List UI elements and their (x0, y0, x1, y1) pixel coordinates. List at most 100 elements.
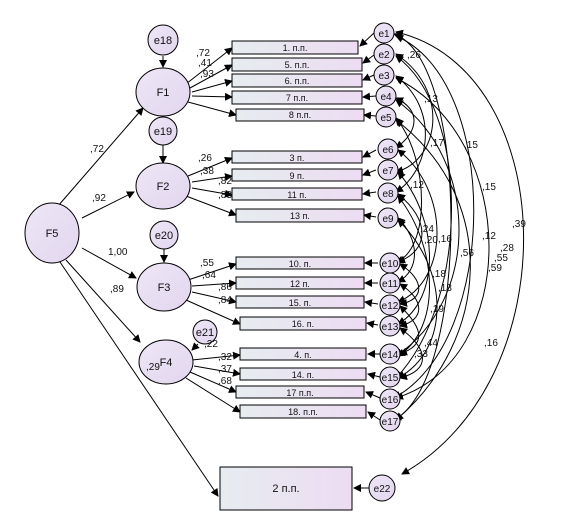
error-label: e9 (382, 214, 394, 225)
cov-arc (395, 99, 460, 357)
item-label: 5. п.п. (285, 60, 310, 70)
error-circle (373, 64, 395, 86)
coef-label: ,83 (218, 190, 232, 201)
error-label: e8 (382, 189, 394, 200)
coef-label: ,72 (196, 48, 210, 59)
latent-f2 (135, 162, 191, 210)
error-label: e21 (196, 327, 214, 339)
error-label: e14 (382, 350, 399, 361)
path-error-item (362, 92, 377, 101)
cov-arc (395, 53, 434, 175)
coef-label: ,68 (218, 376, 232, 387)
cov-arc (395, 77, 490, 400)
path-f5-f2 (81, 191, 135, 219)
latent-label: F1 (157, 87, 170, 99)
corr-label: ,26 (407, 50, 421, 61)
error-paths (359, 32, 381, 421)
error-label: e12 (382, 301, 399, 312)
corr-label: ,16 (484, 338, 498, 349)
outcome-label: 2 п.п. (272, 483, 299, 495)
error-label: e5 (380, 113, 392, 124)
path-error-item (365, 391, 381, 399)
path-f1-item (191, 78, 233, 93)
path-error-item (363, 111, 377, 120)
corr-label: ,18 (432, 269, 446, 280)
item-label: 14. п. (292, 370, 314, 380)
corr-label: ,55 (494, 253, 508, 264)
error-label: e3 (378, 71, 390, 82)
error-e21 (192, 319, 218, 345)
error-circle (379, 294, 401, 316)
error-label: e13 (382, 322, 399, 333)
cov-arc (399, 263, 420, 307)
cov-arc (395, 119, 471, 421)
item-box (239, 367, 367, 381)
item-box (235, 256, 365, 270)
corr-label: ,24 (420, 224, 434, 235)
error-e19 (148, 116, 178, 146)
error-label: e17 (382, 417, 399, 428)
error-label: e20 (155, 230, 173, 242)
path-error-item (362, 168, 377, 177)
path-f4-item (193, 365, 241, 377)
item-box (231, 168, 363, 182)
coef-label: ,32 (218, 352, 232, 363)
path-error-item (362, 73, 375, 81)
error-label: e15 (382, 373, 399, 384)
path-f1-item (191, 92, 233, 101)
error-circle (379, 410, 401, 432)
path-f2-item (185, 195, 237, 217)
item-label: 13 п. (290, 211, 310, 221)
latent-label: F3 (158, 282, 171, 294)
error-e20 (149, 220, 179, 250)
corr-label: ,20 (424, 235, 438, 246)
item-box (231, 150, 363, 164)
coef-label: ,55 (200, 258, 214, 269)
item-box (235, 276, 365, 290)
error-label: e19 (154, 126, 172, 138)
error-e18 (147, 24, 179, 56)
coef-label: 1,00 (108, 247, 128, 258)
error-circle (379, 343, 401, 365)
corr-label: ,19 (430, 304, 444, 315)
latent-f4 (138, 339, 194, 385)
item-label: 4. п. (294, 350, 311, 360)
error-label: e6 (382, 145, 394, 156)
corr-label: ,17 (430, 138, 444, 149)
path-f2-item (191, 173, 233, 183)
item-box (239, 404, 367, 419)
coef-label: ,64 (202, 270, 216, 281)
corr-label: ,39 (512, 219, 526, 230)
path-f5-f1 (57, 107, 144, 207)
path-f3-item (191, 291, 237, 305)
path-error-item (367, 371, 381, 380)
error-circle (377, 182, 399, 204)
error-circle (377, 138, 399, 160)
path-e21-f4 (191, 342, 200, 351)
error-circle (379, 366, 401, 388)
covariance-arcs (393, 29, 524, 475)
path-f5-f4 (65, 259, 141, 343)
coef-label: ,29 (146, 362, 160, 373)
error-label: e10 (382, 259, 399, 270)
error-label: e1 (378, 29, 390, 40)
item-label: 16. п. (292, 319, 314, 329)
item-label: 3 п. (290, 153, 305, 163)
path-f1-item (185, 47, 233, 85)
item-label: 11 п. (287, 190, 306, 200)
coef-label: ,26 (198, 153, 212, 164)
path-f1-item (187, 101, 237, 118)
item-box (235, 295, 365, 309)
error-circle (379, 315, 401, 337)
path-error-item (364, 299, 379, 308)
coef-label: ,38 (200, 166, 214, 177)
path-f1-item (189, 64, 233, 89)
item-label: 1. п.п. (283, 43, 308, 53)
error-label: e4 (380, 92, 392, 103)
corr-label: ,59 (488, 263, 502, 274)
corr-label: ,13 (438, 283, 452, 294)
path-error-item (363, 212, 377, 221)
path-f2-item (191, 187, 233, 198)
error-circle (379, 388, 401, 410)
corr-label: ,44 (424, 338, 438, 349)
